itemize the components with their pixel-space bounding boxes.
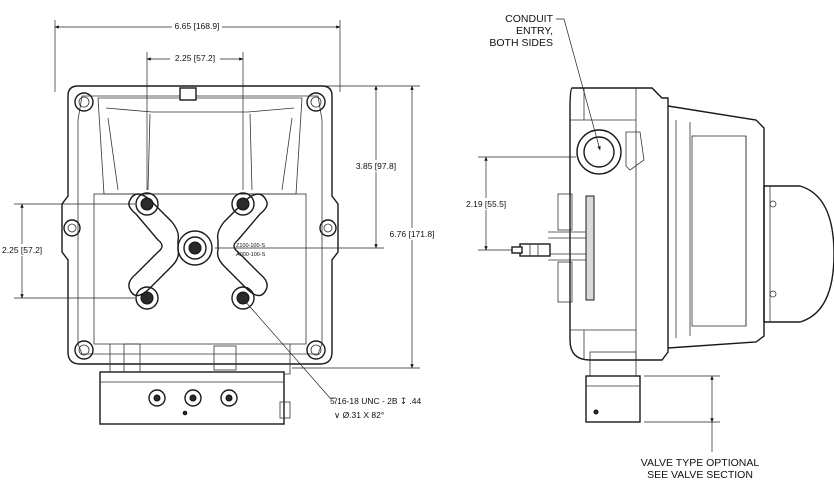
top-tab [179,87,197,101]
mounting-face [93,193,307,345]
output-shaft [511,243,551,257]
countersink-spec-callout: ∨ Ø.31 X 82° [334,410,384,420]
side-cover [667,105,765,349]
valve-block-side [585,375,641,423]
dim-side-height: 2.19 [55.5] [466,199,506,209]
valve-note-line1: VALVE TYPE OPTIONAL [641,457,760,469]
conduit-callout-line1: CONDUIT [505,13,553,25]
marking-line1: Z100-100-S [236,243,265,249]
conduit-entry [576,129,622,175]
iso-mount-pad [128,192,268,310]
conduit-callout-line2: ENTRY, [516,25,553,37]
side-mount-fins [548,193,595,303]
dim-hole-spacing-horizontal: 2.25 [57.2] [175,53,215,63]
marking-line2: A000-100-S [236,252,266,258]
corner-mount-holes [63,92,337,360]
front-housing-outline [61,85,339,365]
valve-note-line2: SEE VALVE SECTION [647,469,753,481]
side-housing-outline [569,87,669,361]
dim-height-to-center: 3.85 [97.8] [356,161,396,171]
dim-hole-spacing-vertical: 2.25 [57.2] [2,245,42,255]
thread-spec-callout: 5/16-18 UNC - 2B ↧ .44 [330,396,421,406]
conduit-callout-line3: BOTH SIDES [489,37,553,49]
dim-overall-height: 6.76 [171.8] [390,229,435,239]
side-view [511,87,834,423]
front-dimensions: 6.65 [168.9] 2.25 [57.2] 2.25 [57.2] 3.8… [1,20,438,420]
dim-overall-width: 6.65 [168.9] [175,21,220,31]
front-view: Z100-100-S A000-100-S [61,85,339,425]
side-dimensions: 2.19 [55.5] CONDUIT ENTRY, BOTH SIDES VA… [464,13,759,481]
